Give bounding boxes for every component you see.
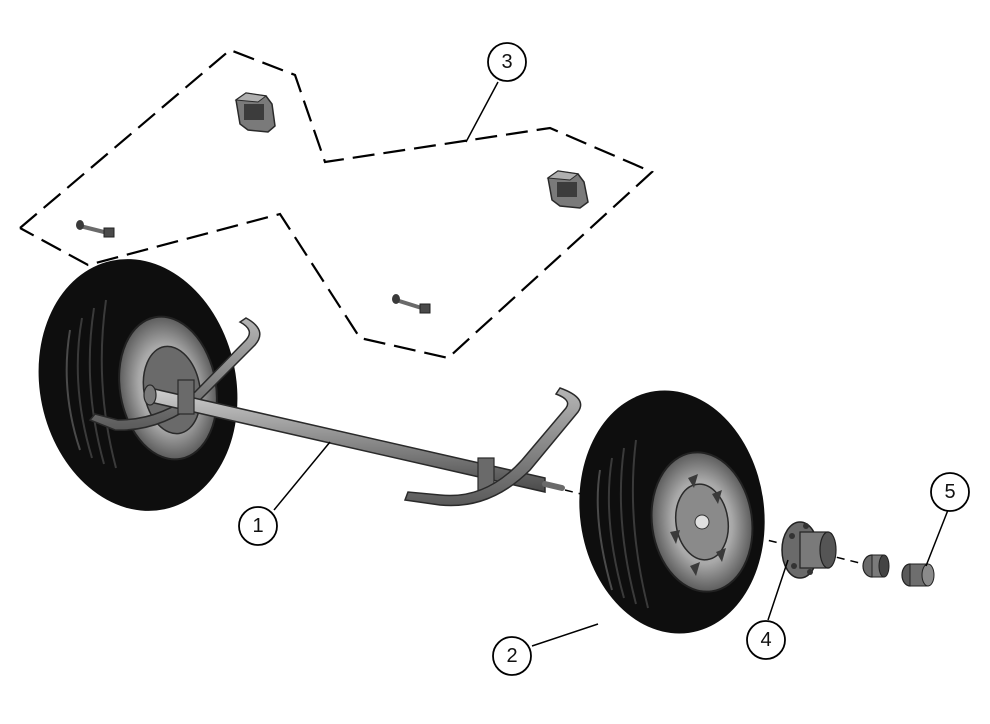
leader-line-4 bbox=[767, 559, 789, 621]
callout-5: 5 bbox=[930, 472, 970, 512]
callout-label-4: 4 bbox=[760, 629, 771, 651]
callout-label-5: 5 bbox=[944, 481, 955, 503]
callout-label-1: 1 bbox=[252, 515, 263, 537]
leader-lines bbox=[273, 81, 949, 647]
callout-2: 2 bbox=[492, 636, 532, 676]
spring-hanger-left bbox=[234, 92, 276, 133]
u-bolt-left bbox=[76, 220, 115, 238]
leader-line-2 bbox=[531, 623, 599, 647]
axle-tube bbox=[143, 379, 565, 493]
u-bolt-right bbox=[392, 294, 431, 314]
leader-line-1 bbox=[273, 441, 331, 511]
callout-label-3: 3 bbox=[501, 51, 512, 73]
callout-1: 1 bbox=[238, 506, 278, 546]
callout-3: 3 bbox=[487, 42, 527, 82]
bearing bbox=[862, 554, 890, 578]
wheel-left bbox=[38, 259, 238, 511]
wheel-right bbox=[579, 390, 765, 634]
leader-line-3 bbox=[465, 81, 499, 143]
kit-boundary bbox=[19, 48, 655, 360]
leaf-spring-right bbox=[403, 387, 582, 507]
callout-label-2: 2 bbox=[506, 645, 517, 667]
callout-4: 4 bbox=[746, 620, 786, 660]
hub bbox=[781, 521, 837, 579]
spring-hanger-right bbox=[546, 170, 589, 209]
bearing-cap bbox=[901, 563, 935, 587]
leader-line-5 bbox=[925, 509, 949, 567]
